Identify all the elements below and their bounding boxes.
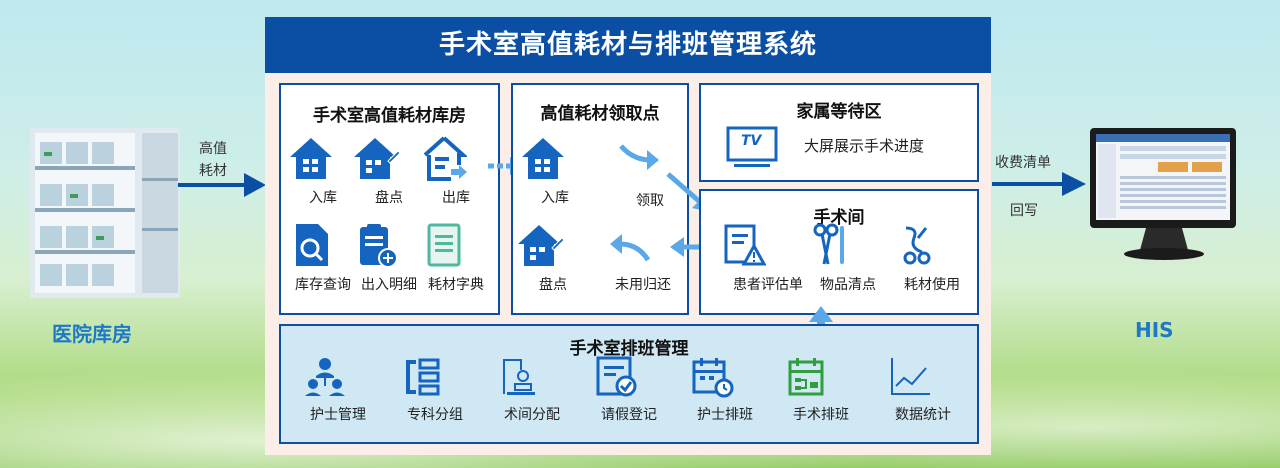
scissors-icon xyxy=(808,222,888,268)
schedule-item-label: 数据统计 xyxy=(895,407,951,423)
pickup-title: 高值耗材领取点 xyxy=(540,104,660,124)
schedule-title: 手术室排班管理 xyxy=(569,339,689,359)
or-item-label: 物品清点 xyxy=(820,277,876,293)
or-item-count[interactable]: 物品清点 xyxy=(808,222,888,294)
his-monitor-icon xyxy=(1088,126,1240,261)
high-value-label-line2: 耗材 xyxy=(199,163,227,179)
family-description: 大屏展示手术进度 xyxy=(804,137,925,155)
warehouse-item-stock-query[interactable]: 库存查询 xyxy=(288,222,358,294)
schedule-item-label: 护士排班 xyxy=(697,407,753,423)
warehouse-item-label: 盘点 xyxy=(375,190,403,206)
pickup-item-inbound[interactable]: 入库 xyxy=(520,135,590,207)
surgical-tool-icon xyxy=(892,222,972,268)
house-grid-icon xyxy=(520,135,590,181)
schedule-item-label: 术间分配 xyxy=(504,407,560,423)
schedule-item-label: 护士管理 xyxy=(310,407,366,423)
pickup-item-label: 未用归还 xyxy=(615,277,671,293)
schedule-item-label: 专科分组 xyxy=(407,407,463,423)
his-label: HIS xyxy=(1135,318,1174,342)
pickup-item-return[interactable]: 未用归还 xyxy=(608,228,678,294)
warehouse-item-label: 耗材字典 xyxy=(428,277,484,293)
pickup-item-label: 入库 xyxy=(541,190,569,206)
assign-icon xyxy=(497,356,567,398)
left-flow-arrow xyxy=(178,170,268,200)
hospital-warehouse-label: 医院库房 xyxy=(52,322,132,346)
right-flow-arrow xyxy=(992,169,1088,199)
clipboard-plus-icon xyxy=(354,222,424,268)
warehouse-box: 手术室高值耗材库房 xyxy=(279,83,500,315)
book-icon xyxy=(421,222,491,268)
warehouse-title: 手术室高值耗材库房 xyxy=(313,106,466,126)
warehouse-item-inbound[interactable]: 入库 xyxy=(288,135,358,207)
warehouse-photo xyxy=(30,128,180,298)
schedule-item-statistics[interactable]: 数据统计 xyxy=(888,356,958,424)
operating-room-title: 手术间 xyxy=(813,208,865,228)
or-item-label: 耗材使用 xyxy=(904,277,960,293)
or-item-label: 患者评估单 xyxy=(733,277,803,293)
house-grid-icon xyxy=(288,135,358,181)
warehouse-item-label: 库存查询 xyxy=(295,277,351,293)
or-item-assessment[interactable]: 患者评估单 xyxy=(720,222,816,294)
calendar-clock-icon xyxy=(690,356,760,398)
warehouse-item-label: 出库 xyxy=(442,190,470,206)
writeback-label: 回写 xyxy=(1010,203,1038,219)
or-item-usage[interactable]: 耗材使用 xyxy=(892,222,972,294)
doc-search-icon xyxy=(288,222,358,268)
high-value-label-line1: 高值 xyxy=(199,141,227,157)
leave-icon xyxy=(594,356,664,398)
warehouse-item-outbound[interactable]: 出库 xyxy=(421,135,491,207)
arrow-right-icon xyxy=(615,138,685,178)
schedule-item-label: 手术排班 xyxy=(793,407,849,423)
house-exit-icon xyxy=(421,135,491,181)
tv-text: TV xyxy=(741,133,762,149)
tv-icon xyxy=(726,126,778,170)
schedule-item-nurse-schedule[interactable]: 护士排班 xyxy=(690,356,760,424)
warning-doc-icon xyxy=(720,222,816,268)
operating-room-box: 手术间 xyxy=(699,189,979,315)
family-title: 家属等待区 xyxy=(796,102,882,122)
house-pencil-icon xyxy=(354,135,424,181)
schedule-item-specialty[interactable]: 专科分组 xyxy=(400,356,470,424)
pickup-box: 高值耗材领取点 xyxy=(511,83,689,315)
house-pencil-icon xyxy=(518,222,588,268)
schedule-item-surgery-schedule[interactable]: 手术排班 xyxy=(786,356,856,424)
schedule-item-nurse-mgmt[interactable]: 护士管理 xyxy=(303,356,373,424)
pickup-item-receive[interactable]: 领取 xyxy=(615,138,685,210)
warehouse-item-in-out-detail[interactable]: 出入明细 xyxy=(354,222,424,294)
line-chart-icon xyxy=(888,356,958,398)
system-title: 手术室高值耗材与排班管理系统 xyxy=(265,17,991,73)
schedule-item-label: 请假登记 xyxy=(601,407,657,423)
warehouse-item-dictionary[interactable]: 耗材字典 xyxy=(421,222,491,294)
calendar-tree-icon xyxy=(786,356,856,398)
arrow-back-icon xyxy=(608,228,678,268)
schedule-item-room-assign[interactable]: 术间分配 xyxy=(497,356,567,424)
pickup-item-label: 盘点 xyxy=(539,277,567,293)
warehouse-item-label: 出入明细 xyxy=(361,277,417,293)
pickup-item-inventory[interactable]: 盘点 xyxy=(518,222,588,294)
warehouse-item-inventory[interactable]: 盘点 xyxy=(354,135,424,207)
schedule-item-leave[interactable]: 请假登记 xyxy=(594,356,664,424)
group-icon xyxy=(400,356,470,398)
people-icon xyxy=(303,356,373,398)
warehouse-item-label: 入库 xyxy=(309,190,337,206)
charge-list-label: 收费清单 xyxy=(995,155,1051,171)
pickup-item-label: 领取 xyxy=(636,193,664,209)
